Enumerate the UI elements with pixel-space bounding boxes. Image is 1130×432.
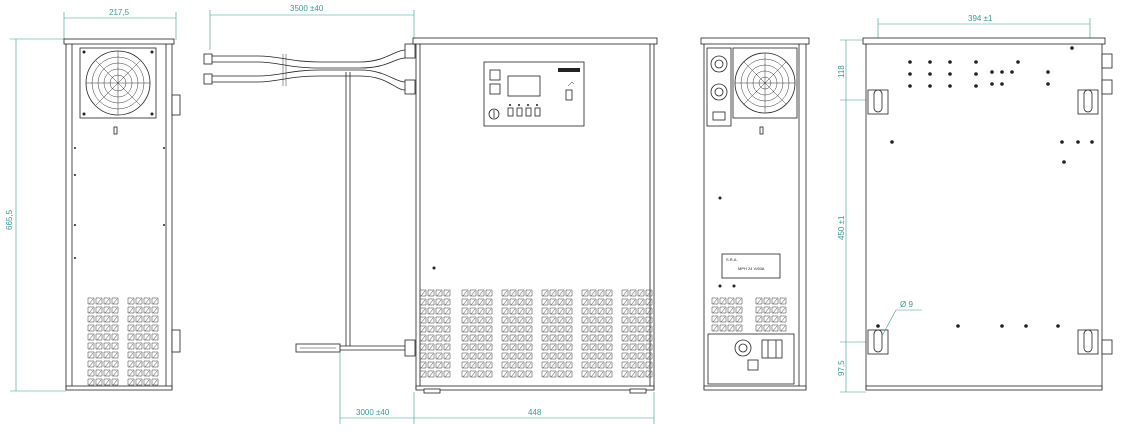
- depth-dimension: 217,5: [109, 8, 130, 17]
- nameplate: S.R.A. MPH 24 V/60A: [721, 253, 781, 279]
- hole-spacing-horizontal: 394 ±1: [968, 14, 993, 23]
- bottom-cable: [295, 343, 405, 353]
- fan-icon: [732, 47, 798, 119]
- side-vents-right: [711, 297, 787, 332]
- mounting-hole-icon: [867, 89, 1099, 355]
- breaker-icon: [707, 333, 795, 385]
- width-dimension: 448: [528, 408, 542, 417]
- side-vents: [87, 297, 159, 386]
- display-icon: [507, 75, 541, 97]
- top-cables: [203, 49, 406, 91]
- fan-icon: [79, 47, 157, 119]
- front-view: 3500 ±40: [203, 4, 658, 424]
- cable-bottom-dimension: 3000 ±40: [356, 408, 390, 417]
- output-connectors: [706, 47, 732, 127]
- height-dimension: 665,5: [5, 209, 14, 230]
- front-vents: [419, 289, 653, 378]
- opposite-side-view: S.R.A. MPH 24 V/60A: [700, 37, 810, 391]
- hole-diameter-dimension: Ø 9: [900, 300, 913, 309]
- nameplate-line1: S.R.A.: [726, 257, 738, 262]
- usb-icon: [565, 81, 575, 101]
- back-holes: [876, 46, 1094, 328]
- bottom-offset-dimension: 97,5: [837, 360, 846, 376]
- side-view: 217,5 665,5: [5, 8, 181, 392]
- hole-spacing-vertical: 450 ±1: [837, 215, 846, 240]
- back-view: 394 ±1 118 450 ±1 97,5 Ø 9: [837, 14, 1113, 393]
- top-offset-dimension: 118: [837, 65, 846, 78]
- nameplate-line2: MPH 24 V/60A: [738, 266, 765, 271]
- cable-top-dimension: 3500 ±40: [290, 4, 324, 13]
- control-panel: [483, 61, 585, 127]
